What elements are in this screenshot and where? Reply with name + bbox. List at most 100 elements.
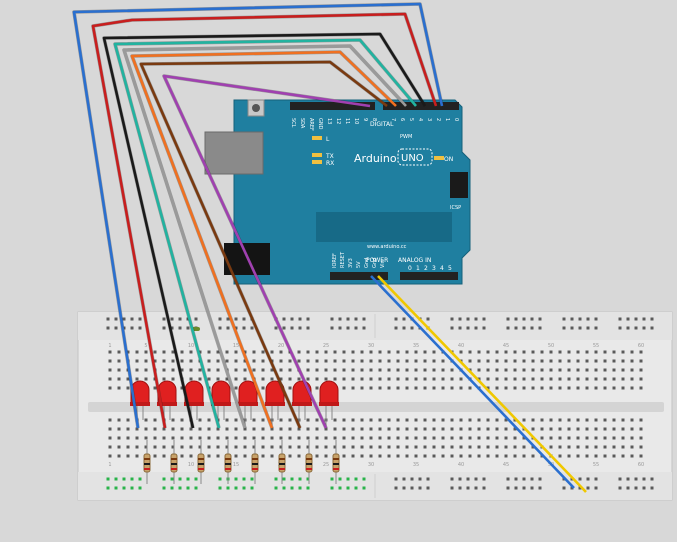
signal-wire[interactable] [162,74,371,429]
breadboard-hole [270,350,274,354]
column-number: 30 [368,343,374,349]
wires [72,2,587,493]
rail-hole-connected [170,486,174,490]
resistor-band [198,463,204,465]
signal-wire[interactable] [139,60,388,429]
breadboard-hole [171,368,175,372]
ground-wire[interactable] [370,275,575,489]
resistor-band [333,463,339,465]
breadboard-hole [171,418,175,422]
rail-hole [170,326,174,330]
breadboard-hole [252,427,256,431]
rail-hole [586,477,590,481]
rail-hole [482,317,486,321]
breadboard-hole [612,368,616,372]
breadboard-hole [378,377,382,381]
on-label: ON [444,156,453,163]
rail-hole [138,326,142,330]
breadboard-hole [522,418,526,422]
breadboard-hole [567,418,571,422]
breadboard-hole [189,368,193,372]
rail-hole-connected [106,486,110,490]
rail-hole [482,486,486,490]
breadboard-hole [414,427,418,431]
breadboard-hole [576,377,580,381]
breadboard-hole [405,350,409,354]
breadboard-hole [486,350,490,354]
breadboard-hole [468,386,472,390]
breadboard-hole [612,436,616,440]
rail-hole [122,326,126,330]
breadboard-hole [225,445,229,449]
rail-hole-connected [298,477,302,481]
breadboard-hole [594,436,598,440]
breadboard-hole [405,454,409,458]
signal-wire[interactable] [102,32,427,429]
rail-hole [426,317,430,321]
signal-wire[interactable] [72,2,444,429]
resistor-band [333,458,339,460]
rail-hole [106,326,110,330]
breadboard-hole [261,368,265,372]
rail-hole [586,486,590,490]
breadboard-hole [612,377,616,381]
breadboard-hole [270,436,274,440]
breadboard-hole [468,454,472,458]
breadboard-hole [108,368,112,372]
rail-hole [298,326,302,330]
resistor-band [252,463,258,465]
led [211,380,231,405]
signal-wire[interactable] [122,44,407,429]
l-label: L [326,136,330,143]
breadboard-hole [567,445,571,449]
rail-hole [402,317,406,321]
breadboard-hole [216,359,220,363]
breadboard-hole [135,445,139,449]
breadboard-hole [117,359,121,363]
breadboard-hole [216,377,220,381]
breadboard-hole [306,427,310,431]
breadboard-hole [477,368,481,372]
resistor-band [198,468,204,470]
breadboard-hole [387,418,391,422]
breadboard-hole [315,359,319,363]
resistor-band [333,468,339,470]
breadboard-hole [630,377,634,381]
breadboard-hole [315,436,319,440]
rail-hole [282,326,286,330]
breadboard-hole [243,377,247,381]
breadboard-hole [567,368,571,372]
led-l-indicator [312,136,322,140]
rail-hole [138,317,142,321]
breadboard-hole [288,359,292,363]
breadboard-hole [342,368,346,372]
breadboard-hole [324,454,328,458]
breadboard-hole [360,368,364,372]
breadboard-hole [459,350,463,354]
breadboard-hole [468,445,472,449]
rail-hole [466,317,470,321]
breadboard-hole [297,427,301,431]
breadboard-hole [324,359,328,363]
power-pin-label: 5V [356,261,362,268]
rail-hole-connected [138,486,142,490]
breadboard-hole [126,436,130,440]
signal-wire[interactable] [91,12,438,429]
breadboard-hole [522,350,526,354]
breadboard-hole [378,386,382,390]
signal-wire[interactable] [130,50,397,429]
breadboard-hole [324,377,328,381]
led-rim [238,402,258,406]
breadboard-hole [207,445,211,449]
breadboard-hole [423,436,427,440]
breadboard-hole [486,436,490,440]
breadboard-hole [369,350,373,354]
breadboard-hole [594,445,598,449]
breadboard-hole [477,436,481,440]
breadboard-hole [360,418,364,422]
breadboard-hole [495,445,499,449]
rail-hole [474,317,478,321]
signal-wire[interactable] [113,38,417,429]
power-wire[interactable] [377,275,587,493]
rail-hole [306,326,310,330]
